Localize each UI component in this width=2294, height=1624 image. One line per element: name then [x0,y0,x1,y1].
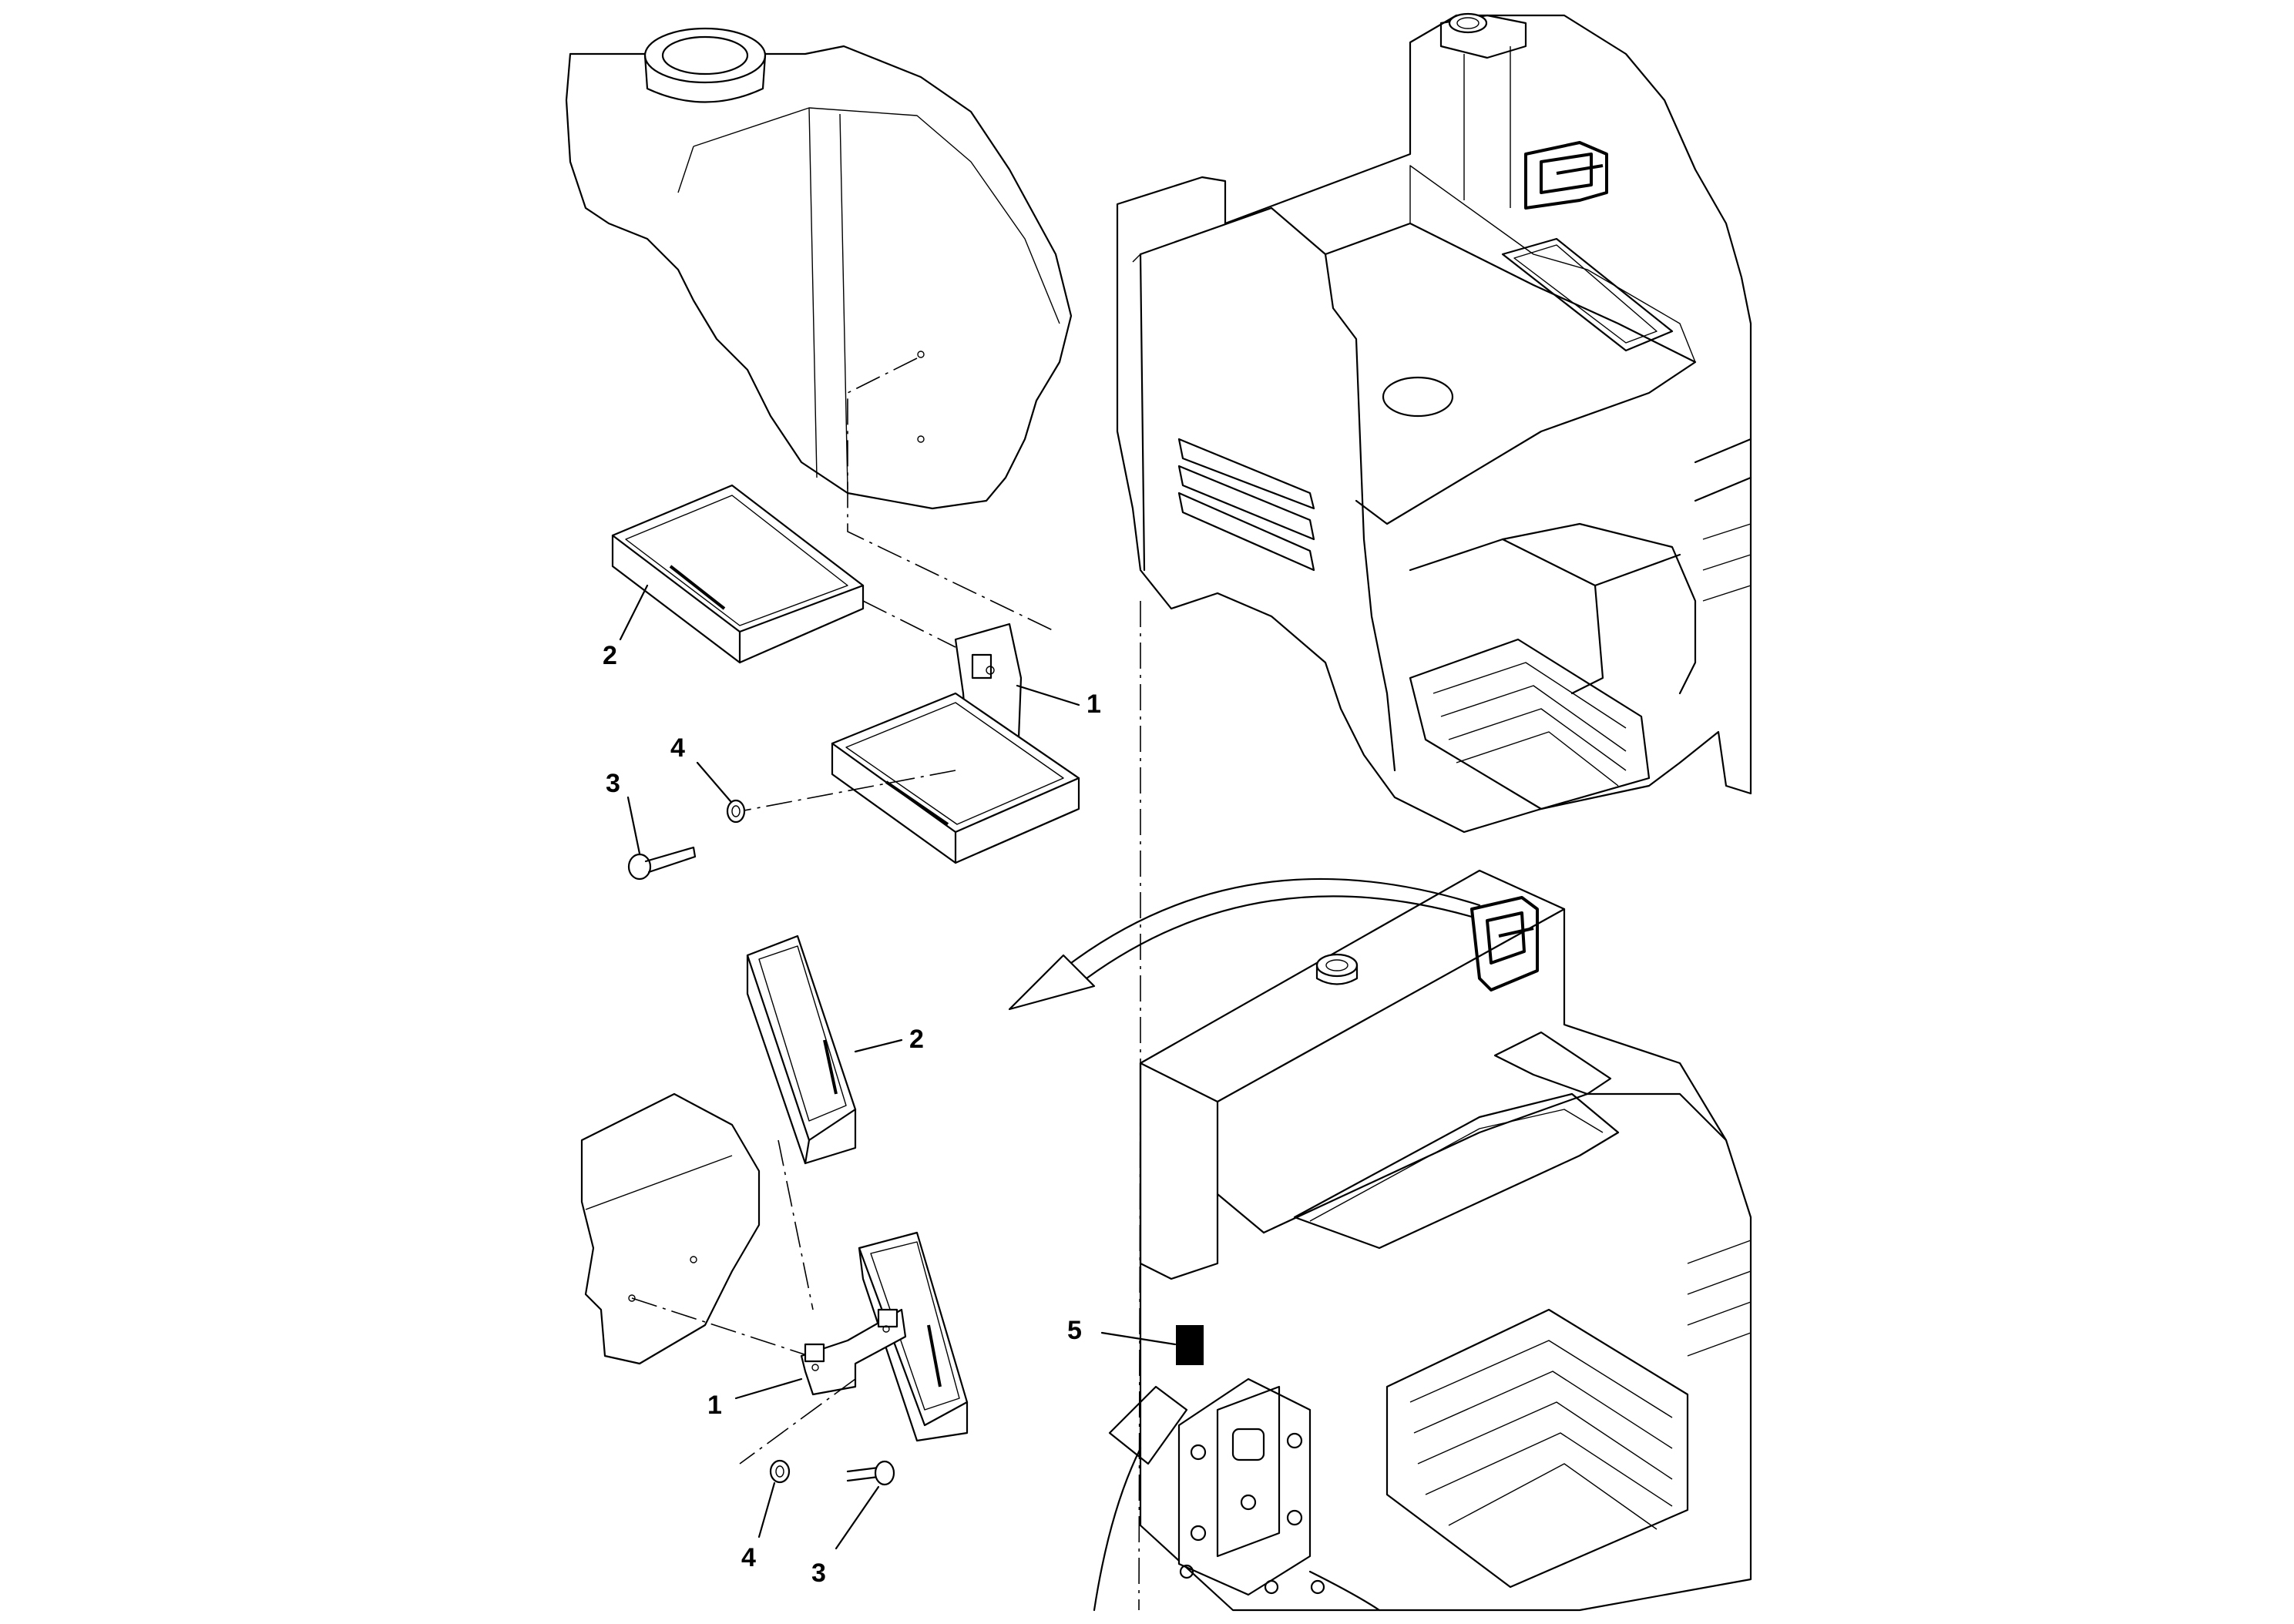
bottom-screw [846,1460,895,1486]
callout-1-bottom: 1 [707,1391,722,1420]
callout-4-top: 4 [670,733,685,763]
bottom-decal-bracket [739,1308,907,1465]
callout-3-top: 3 [606,769,620,798]
label-plate [1176,1325,1204,1365]
top-washer [726,799,746,824]
top-box-lid [611,484,956,664]
callout-3-bottom: 3 [811,1559,826,1588]
top-machine-body [1116,12,1752,834]
bottom-callouts: 2 1 4 3 [707,1025,924,1588]
top-callouts: 1 2 3 4 [603,584,1101,855]
callout-5: 5 [1067,1316,1082,1345]
callout-1-top: 1 [1087,690,1101,719]
bottom-machine-body [1093,869,1752,1612]
bottom-washer [769,1459,791,1484]
top-step-holes [1432,662,1627,787]
bottom-box-base [858,1231,969,1442]
label-plate-callout: 5 [1067,1316,1177,1346]
callout-2-bottom: 2 [909,1025,924,1054]
bottom-step-holes [1409,1340,1673,1530]
top-box-base [731,692,1080,864]
callout-4-bottom: 4 [741,1543,756,1572]
bottom-box-lid [746,934,857,1310]
top-screw [627,846,697,881]
view-rotation-arrow [1008,877,1481,1011]
bottom-tank-fragment [580,1092,810,1365]
callout-2-top: 2 [603,641,617,670]
top-tank-fragment [565,27,1073,632]
